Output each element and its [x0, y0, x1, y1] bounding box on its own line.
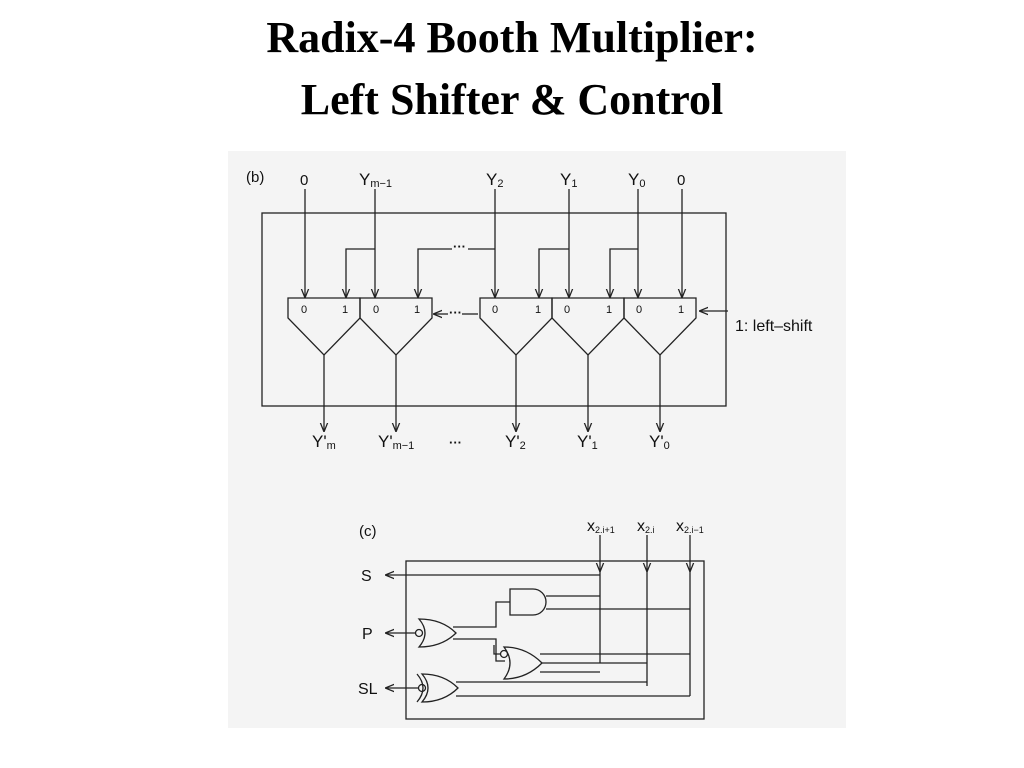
or-gate-2 [502, 646, 543, 680]
mux-1-input-1: 1 [606, 304, 612, 316]
mux-m-input-1: 1 [342, 304, 348, 316]
output-y2: Y'2 [505, 432, 526, 452]
output-s: S [361, 568, 372, 585]
circuit-diagram: (b) 0 Ym−1 Y2 Y1 Y0 0 0 1 0 1 0 1 0 1 0 … [228, 151, 846, 728]
ellipsis-wires: ··· [453, 239, 466, 254]
input-zero-right: 0 [677, 172, 685, 189]
input-y-m-1: Ym−1 [359, 170, 392, 190]
input-x-2i-minus-1: x2.i−1 [676, 518, 704, 535]
mux-m-1-input-1: 1 [414, 304, 420, 316]
input-y1: Y1 [560, 170, 577, 190]
input-y2: Y2 [486, 170, 503, 190]
left-shift-control: 1: left–shift [735, 318, 813, 335]
input-x-2i: x2.i [637, 518, 655, 535]
input-y0: Y0 [628, 170, 645, 190]
output-y-m: Y'm [312, 432, 336, 452]
slide-title-line-2: Left Shifter & Control [300, 75, 724, 124]
mux-2-input-0: 0 [492, 304, 498, 316]
ellipsis-mux: ··· [449, 305, 462, 320]
slide-title-line-1: Radix-4 Booth Multiplier: [266, 13, 758, 62]
mux-m-1-input-0: 0 [373, 304, 379, 316]
mux-2 [479, 297, 553, 356]
ellipsis-outputs: ··· [449, 435, 462, 450]
output-y-m-1: Y'm−1 [378, 432, 414, 452]
input-x-2i-plus-1: x2.i+1 [587, 518, 615, 535]
control-label: (c) [359, 523, 377, 540]
and-gate [509, 588, 547, 616]
output-y1: Y'1 [577, 432, 598, 452]
mux-0-input-1: 1 [678, 304, 684, 316]
input-zero-left: 0 [300, 172, 308, 189]
mux-m-input-0: 0 [301, 304, 307, 316]
mux-m-1 [359, 297, 433, 356]
mux-0-input-0: 0 [636, 304, 642, 316]
output-p: P [362, 626, 373, 643]
mux-2-input-1: 1 [535, 304, 541, 316]
mux-m [287, 297, 361, 356]
p-or-gate [417, 618, 457, 648]
xor-gate [420, 673, 459, 703]
mux-1-input-0: 0 [564, 304, 570, 316]
mux-1 [551, 297, 625, 356]
shifter-label: (b) [246, 169, 264, 186]
mux-0 [623, 297, 697, 356]
shifter-box [261, 212, 727, 407]
output-y0: Y'0 [649, 432, 670, 452]
control-box [405, 560, 705, 720]
output-sl: SL [358, 681, 378, 698]
